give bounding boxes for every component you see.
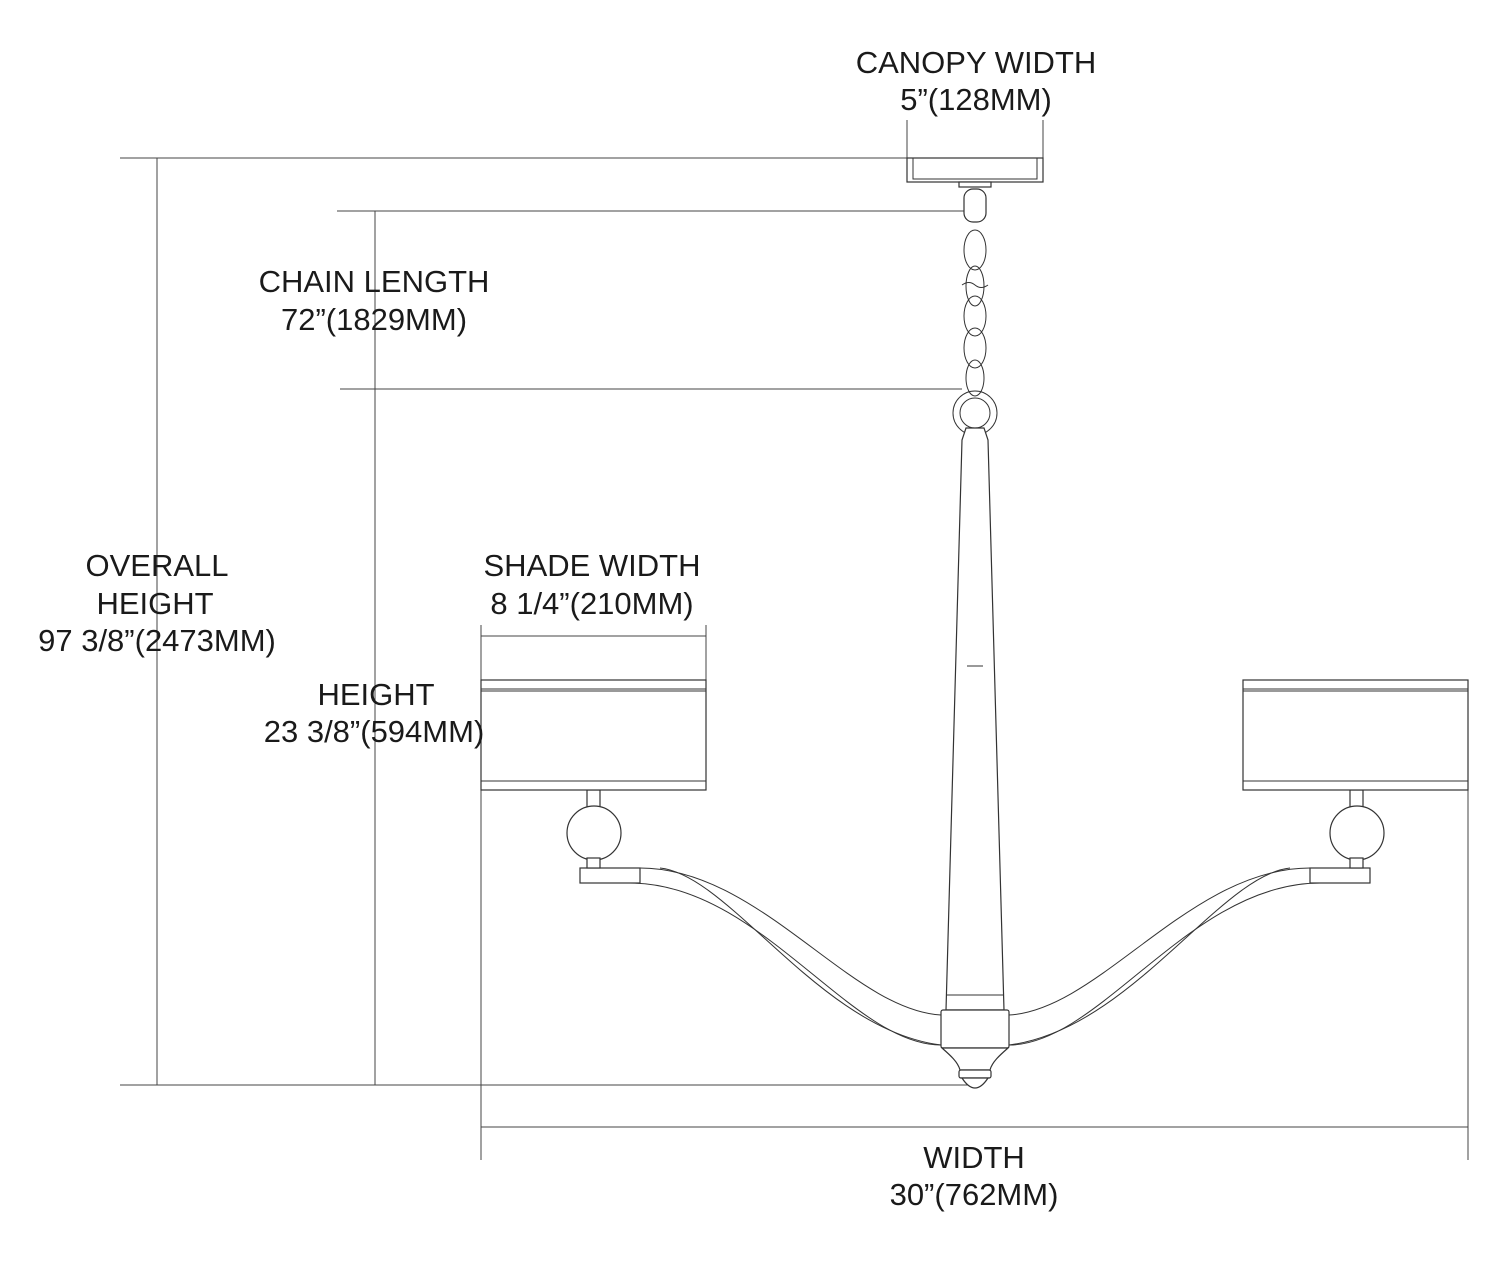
overall-height-label-1: OVERALL	[85, 548, 228, 583]
canopy-width-value: 5”(128MM)	[900, 82, 1052, 117]
canopy-width-label: CANOPY WIDTH	[856, 45, 1097, 80]
shade-width-label: SHADE WIDTH	[484, 548, 701, 583]
chain-length-label: CHAIN LENGTH	[259, 264, 490, 299]
height-label: HEIGHT	[317, 677, 434, 712]
right-socket	[1329, 789, 1385, 869]
hub-finial	[940, 1009, 1010, 1089]
overall-height-label-2: HEIGHT	[96, 586, 213, 621]
overall-height-value: 97 3/8”(2473MM)	[38, 623, 276, 658]
left-shade	[480, 679, 707, 791]
left-socket	[566, 789, 622, 869]
chain	[961, 188, 989, 397]
right-shade	[1242, 679, 1469, 791]
chain-length-value: 72”(1829MM)	[281, 302, 467, 337]
width-value: 30”(762MM)	[890, 1177, 1059, 1212]
height-value: 23 3/8”(594MM)	[264, 714, 485, 749]
width-label: WIDTH	[923, 1140, 1025, 1175]
canopy	[906, 157, 1044, 188]
shade-width-value: 8 1/4”(210MM)	[490, 586, 693, 621]
arms	[579, 867, 1371, 1046]
center-stem	[945, 427, 1005, 1011]
